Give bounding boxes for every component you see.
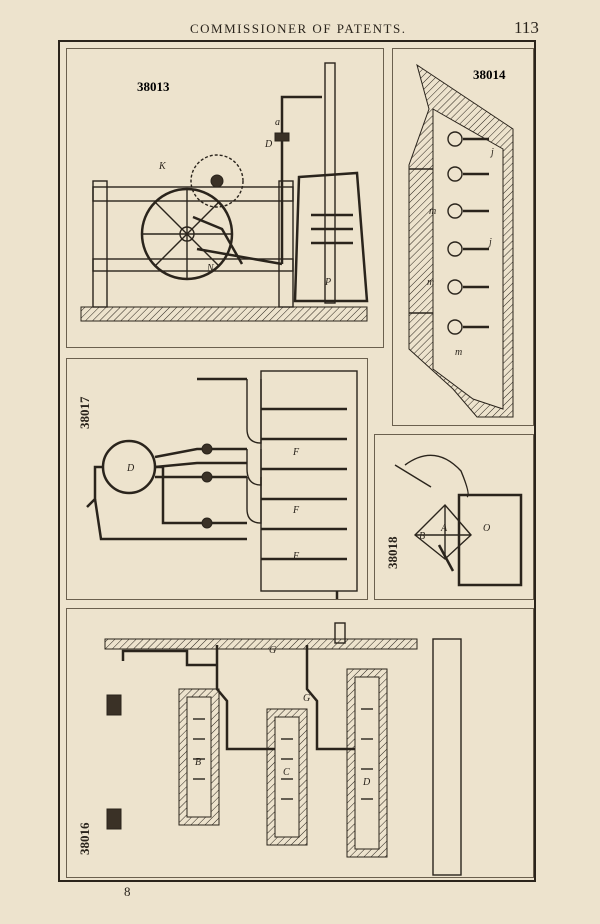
figure-38014-drawing: 38014 j m j m m [408,63,514,418]
figure-38013-panel: 38013 K a D N P [66,48,384,348]
label-b: B [195,757,201,768]
patent-number-38016: 38016 [77,822,92,856]
page-number: 113 [514,18,539,37]
figure-38016-panel: G G B C D 38016 [66,608,534,878]
label-f-lower: F [292,551,300,562]
label-f-upper: F [292,447,300,458]
running-head: COMMISSIONER OF PATENTS. [190,21,407,36]
figure-38014-panel: 38014 j m j m m [392,48,534,426]
label-g-pipe: G [269,645,276,656]
label-g-branch: G [303,693,310,704]
figure-38018-panel: B A O 38018 [374,434,534,600]
label-m-lower: m [455,347,462,358]
label-b: B [419,531,425,542]
label-o: O [483,523,490,534]
label-a: A [440,523,448,534]
patent-number-38014: 38014 [473,67,506,82]
label-j-middle: j [487,237,492,248]
label-d: D [362,777,371,788]
label-k: K [158,161,167,172]
signature-mark: 8 [124,884,131,899]
label-f-middle: F [292,505,300,516]
plate-frame: 38013 K a D N P 38014 j [58,40,536,882]
patent-number-38018: 38018 [385,536,400,570]
label-d: D [126,463,135,474]
figure-38013-drawing: 38013 K a D N P [80,62,369,322]
figure-38017-panel: D F F F 38017 [66,358,368,600]
patent-number-38013: 38013 [137,79,170,94]
label-p: P [324,277,331,288]
label-m-upper: m [429,206,436,217]
label-c: C [283,767,290,778]
figure-38017-drawing: D F F F [86,370,358,599]
figure-38018-drawing: B A O [394,454,523,587]
figure-38016-drawing: G G B C D [104,622,462,876]
label-n: N [206,263,215,274]
label-j-top: j [489,147,494,158]
patent-number-38017: 38017 [77,396,92,430]
label-d: D [264,139,273,150]
label-a: a [275,117,280,128]
page-header: COMMISSIONER OF PATENTS. 113 [0,18,600,42]
label-m-middle: m [427,277,434,288]
